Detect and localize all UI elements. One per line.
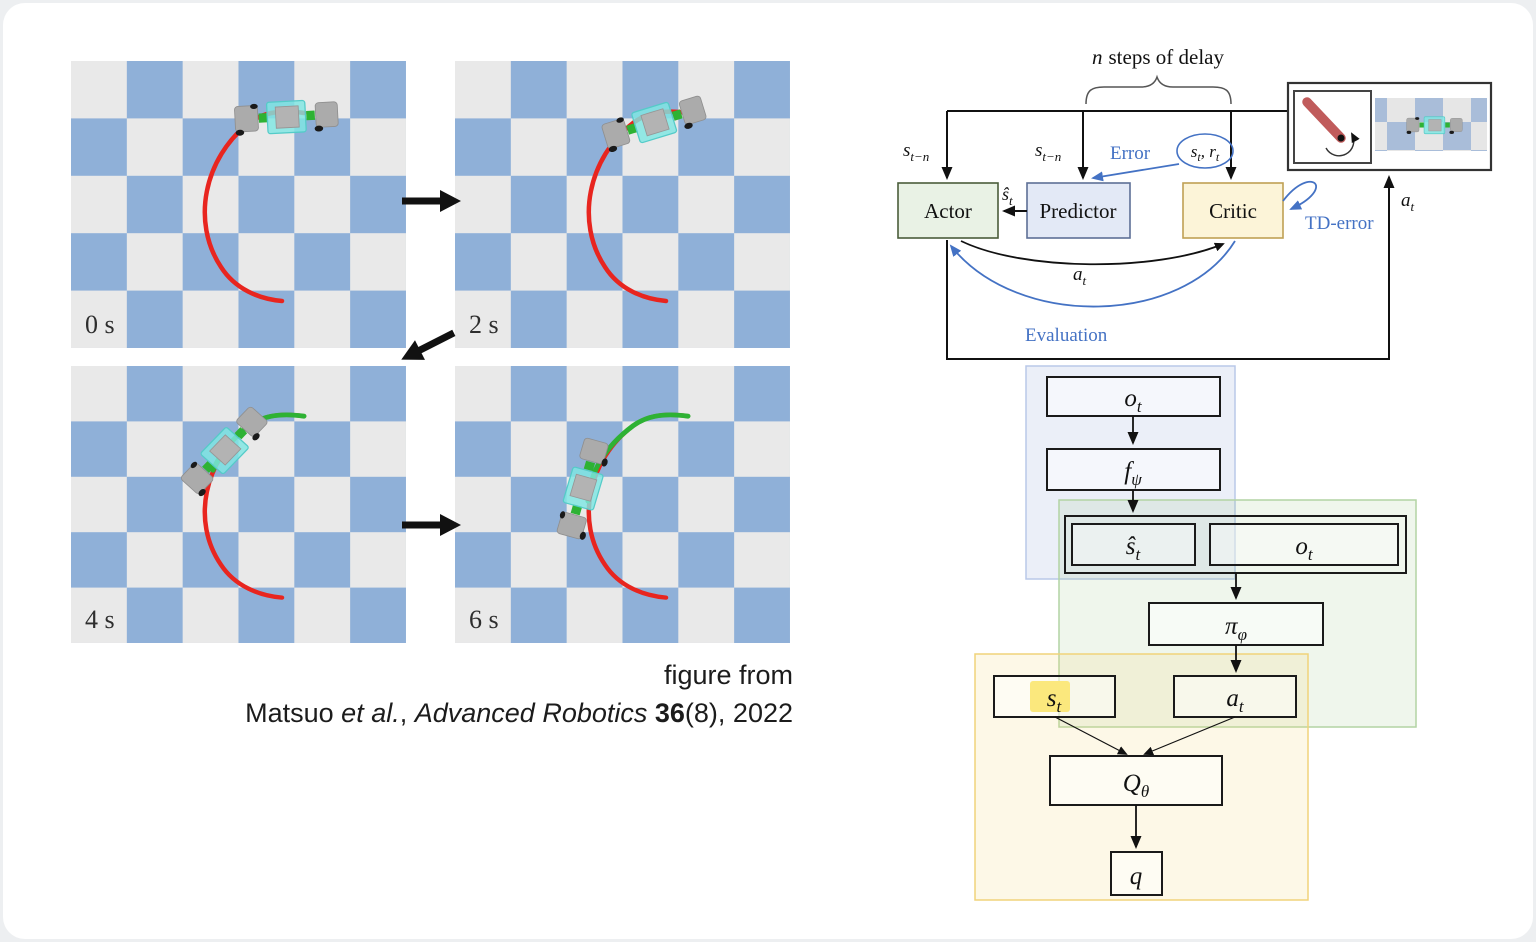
citation-etal: et al.	[341, 698, 400, 728]
citation-volume: 36	[654, 698, 685, 728]
frame-sequence-arrow-2	[401, 329, 456, 360]
observation-box	[1046, 376, 1221, 417]
pendulum-pivot	[1337, 134, 1345, 142]
reference-path	[202, 109, 307, 304]
state-reward-label: st, rt	[1191, 142, 1220, 164]
frame-sequence-arrow-3	[402, 514, 461, 536]
predicted-state-box	[1071, 523, 1196, 566]
predicted-state-flow-label: ŝt	[1126, 533, 1142, 564]
action-to-q-arrow	[1143, 716, 1236, 756]
sim-frame-4s: 4 s	[71, 366, 406, 643]
state-reward-ellipse	[1176, 133, 1234, 169]
action-label: at	[1226, 685, 1245, 716]
policy-label: πφ	[1225, 613, 1247, 644]
q-function-box	[1049, 755, 1223, 806]
figure-citation: figure from Matsuo et al., Advanced Robo…	[103, 656, 793, 732]
td-error-loop	[1282, 180, 1317, 210]
frame-sequence-arrow-1	[402, 190, 461, 212]
robot	[177, 403, 273, 499]
td-error-label: TD-error	[1305, 213, 1374, 234]
actor-box	[897, 182, 999, 239]
rotation-arrow-icon	[1325, 132, 1360, 157]
sim-frame-2s-overlay	[586, 91, 709, 304]
time-label: 4 s	[85, 605, 115, 634]
observation2-box	[1209, 523, 1399, 566]
sim-frame-4s-overlay	[177, 403, 307, 600]
robot	[233, 98, 340, 137]
predictor-label: Predictor	[1040, 199, 1117, 223]
pendulum-rod-icon	[1302, 97, 1346, 143]
critic-label: Critic	[1209, 199, 1257, 223]
citation-issue-year: (8), 2022	[684, 698, 793, 728]
policy-box	[1148, 602, 1324, 646]
predicted-state-label: ŝt	[1002, 184, 1013, 208]
sim-frame-6s: 6 s	[455, 366, 790, 643]
delayed-state-label-1: st−n	[903, 140, 929, 164]
state-label: st	[1047, 685, 1063, 716]
slide: 0 s 2 s 4 s 6 s	[3, 3, 1533, 939]
citation-separator: ,	[399, 698, 415, 728]
sim-frame-0s-overlay	[202, 98, 340, 304]
time-label: 6 s	[469, 605, 499, 634]
reference-path	[586, 109, 691, 304]
sim-frame-2s: 2 s	[455, 61, 790, 348]
error-label: Error	[1110, 143, 1151, 164]
action-right-label: at	[1401, 190, 1415, 214]
sim-frame-0s: 0 s	[71, 61, 406, 348]
encoder-box	[1046, 448, 1221, 491]
action-to-env-loop-arrow	[946, 175, 1395, 360]
state-highlight	[1030, 681, 1070, 712]
actor-label: Actor	[924, 199, 972, 223]
time-label: 2 s	[469, 310, 499, 339]
predictor-box	[1026, 182, 1131, 239]
q-value-box	[1110, 851, 1163, 896]
prediction-error-arrow	[1091, 163, 1180, 182]
citation-author: Matsuo	[245, 698, 342, 728]
encoder-label: fψ	[1124, 458, 1142, 489]
critic-box	[1182, 182, 1284, 239]
robot-preview-glyph	[1406, 116, 1463, 135]
citation-line2: Matsuo et al., Advanced Robotics 36(8), …	[103, 694, 793, 732]
robot	[553, 436, 614, 542]
delayed-state-label-2: st−n	[1035, 140, 1061, 164]
observation-label: ot	[1124, 385, 1143, 416]
evaluation-curve	[949, 240, 1236, 308]
time-label: 0 s	[85, 310, 115, 339]
delay-brace	[1085, 74, 1232, 105]
state-to-q-arrow	[1054, 716, 1128, 755]
evaluation-label: Evaluation	[1025, 325, 1108, 346]
q-value-label: q	[1130, 863, 1143, 890]
sim-frame-6s-overlay	[553, 412, 691, 600]
citation-line1: figure from	[103, 656, 793, 694]
action-box	[1173, 675, 1297, 718]
citation-journal: Advanced Robotics	[414, 698, 655, 728]
network-flow-diagram: ot fψ ŝt ot πφ st at Qθ q	[974, 365, 1417, 901]
action-curve-label: at	[1073, 264, 1087, 288]
q-function-label: Qθ	[1123, 770, 1149, 801]
observation2-label: ot	[1295, 533, 1314, 564]
robot	[599, 91, 709, 154]
action-to-critic-curve	[960, 240, 1225, 266]
citation-prefix: figure from	[663, 660, 793, 690]
